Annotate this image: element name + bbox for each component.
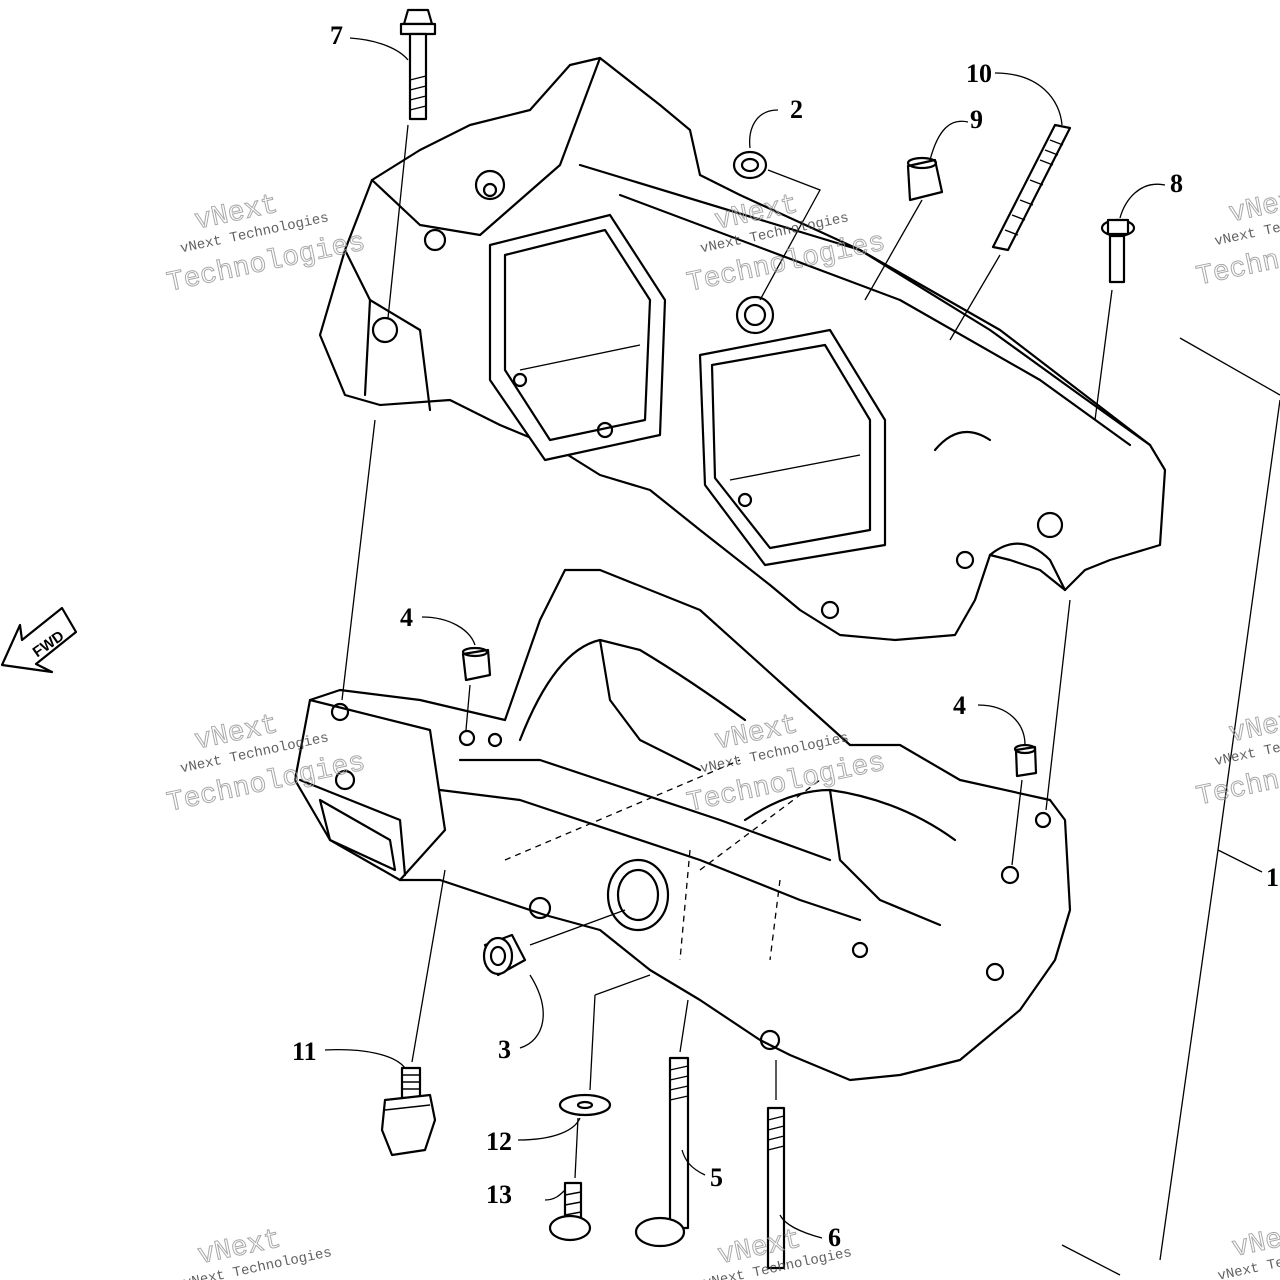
callout-3: 3: [498, 1035, 511, 1064]
callout-10: 10: [966, 59, 992, 88]
callout-labels: 7 2 9 10 8 4 4 1 3 11 12 13 5 6: [292, 21, 1279, 1252]
dowel-4-right: [1013, 743, 1038, 778]
stud-5: [634, 1056, 690, 1248]
callout-6: 6: [828, 1223, 841, 1252]
stud-6: [766, 1106, 786, 1270]
callout-5: 5: [710, 1163, 723, 1192]
callout-7: 7: [330, 21, 343, 50]
bushing-3: [482, 933, 527, 977]
callout-8: 8: [1170, 169, 1183, 198]
washer-12: [558, 1093, 612, 1117]
callout-4-right: 4: [953, 691, 966, 720]
sensor-11: [380, 1066, 437, 1157]
callout-4-left: 4: [400, 603, 413, 632]
bolt-7: [399, 8, 437, 121]
fwd-arrow-icon: FWD: [0, 606, 78, 674]
lower-crankcase: [293, 568, 1072, 1082]
stud-10: [991, 123, 1072, 252]
callout-12: 12: [486, 1127, 512, 1156]
callout-2: 2: [790, 95, 803, 124]
callout-9: 9: [970, 105, 983, 134]
callout-1: 1: [1266, 863, 1279, 892]
screw-13: [548, 1181, 592, 1242]
dowel-4-left: [461, 646, 492, 682]
ring-2: [732, 150, 768, 180]
callout-11: 11: [292, 1037, 317, 1066]
bolt-8: [1100, 218, 1136, 284]
leader-lines: [324, 37, 1280, 1276]
dowel-9: [906, 156, 944, 202]
upper-crankcase: [318, 56, 1167, 642]
callout-13: 13: [486, 1180, 512, 1209]
